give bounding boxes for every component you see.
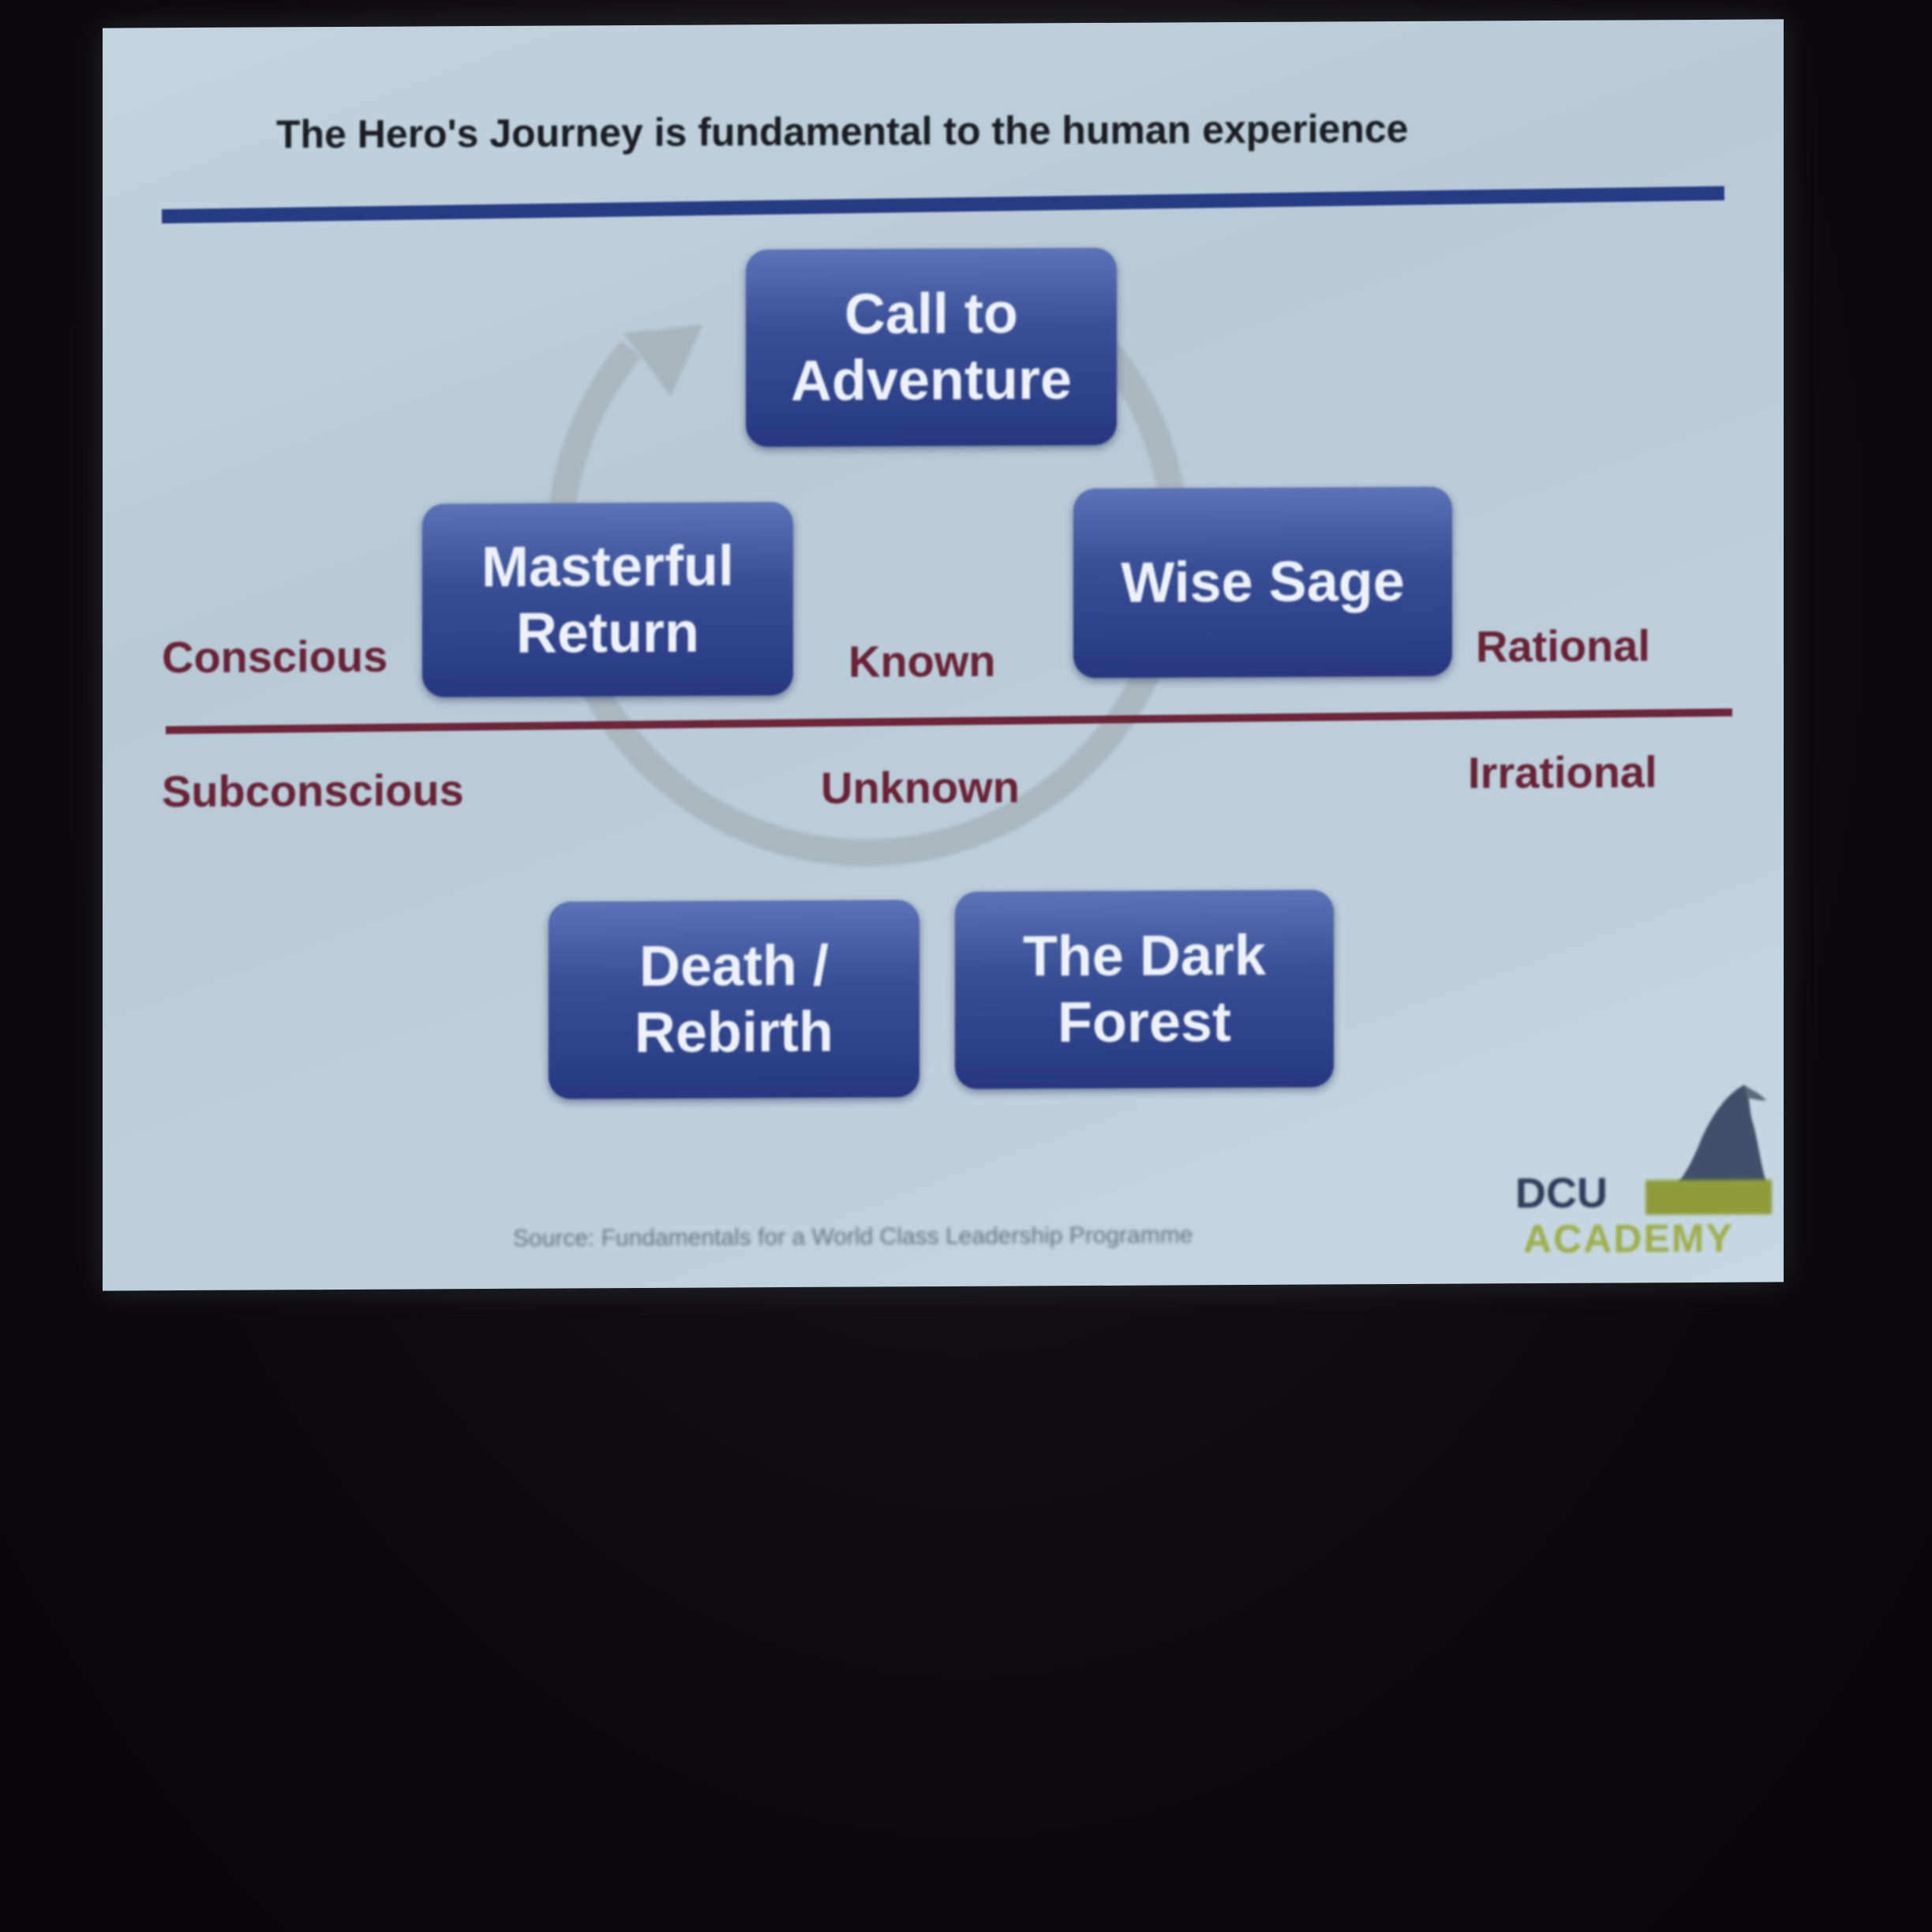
label-unknown: Unknown <box>821 762 1020 813</box>
logo-text-dcu: DCU <box>1515 1169 1608 1218</box>
stage-masterful-return: Masterful Return <box>422 501 793 698</box>
dcu-academy-logo: DCU ACADEMY <box>1515 1076 1776 1267</box>
label-rational: Rational <box>1476 620 1650 672</box>
bird-logo-icon <box>1673 1084 1768 1189</box>
projected-slide: The Hero's Journey is fundamental to the… <box>103 19 1784 1291</box>
stage-call-to-adventure: Call to Adventure <box>746 247 1117 447</box>
label-conscious: Conscious <box>162 631 388 683</box>
stage-death-rebirth: Death / Rebirth <box>549 900 919 1099</box>
logo-text-academy: ACADEMY <box>1523 1215 1734 1262</box>
label-irrational: Irrational <box>1468 747 1657 798</box>
stage-the-dark-forest: The Dark Forest <box>955 889 1334 1089</box>
cycle-arrow-head <box>623 324 702 396</box>
logo-accent-bar <box>1646 1179 1772 1215</box>
source-citation: Source: Fundamentals for a World Class L… <box>513 1222 1193 1252</box>
label-subconscious: Subconscious <box>162 765 464 817</box>
stage-wise-sage: Wise Sage <box>1073 486 1452 679</box>
label-known: Known <box>848 635 996 687</box>
